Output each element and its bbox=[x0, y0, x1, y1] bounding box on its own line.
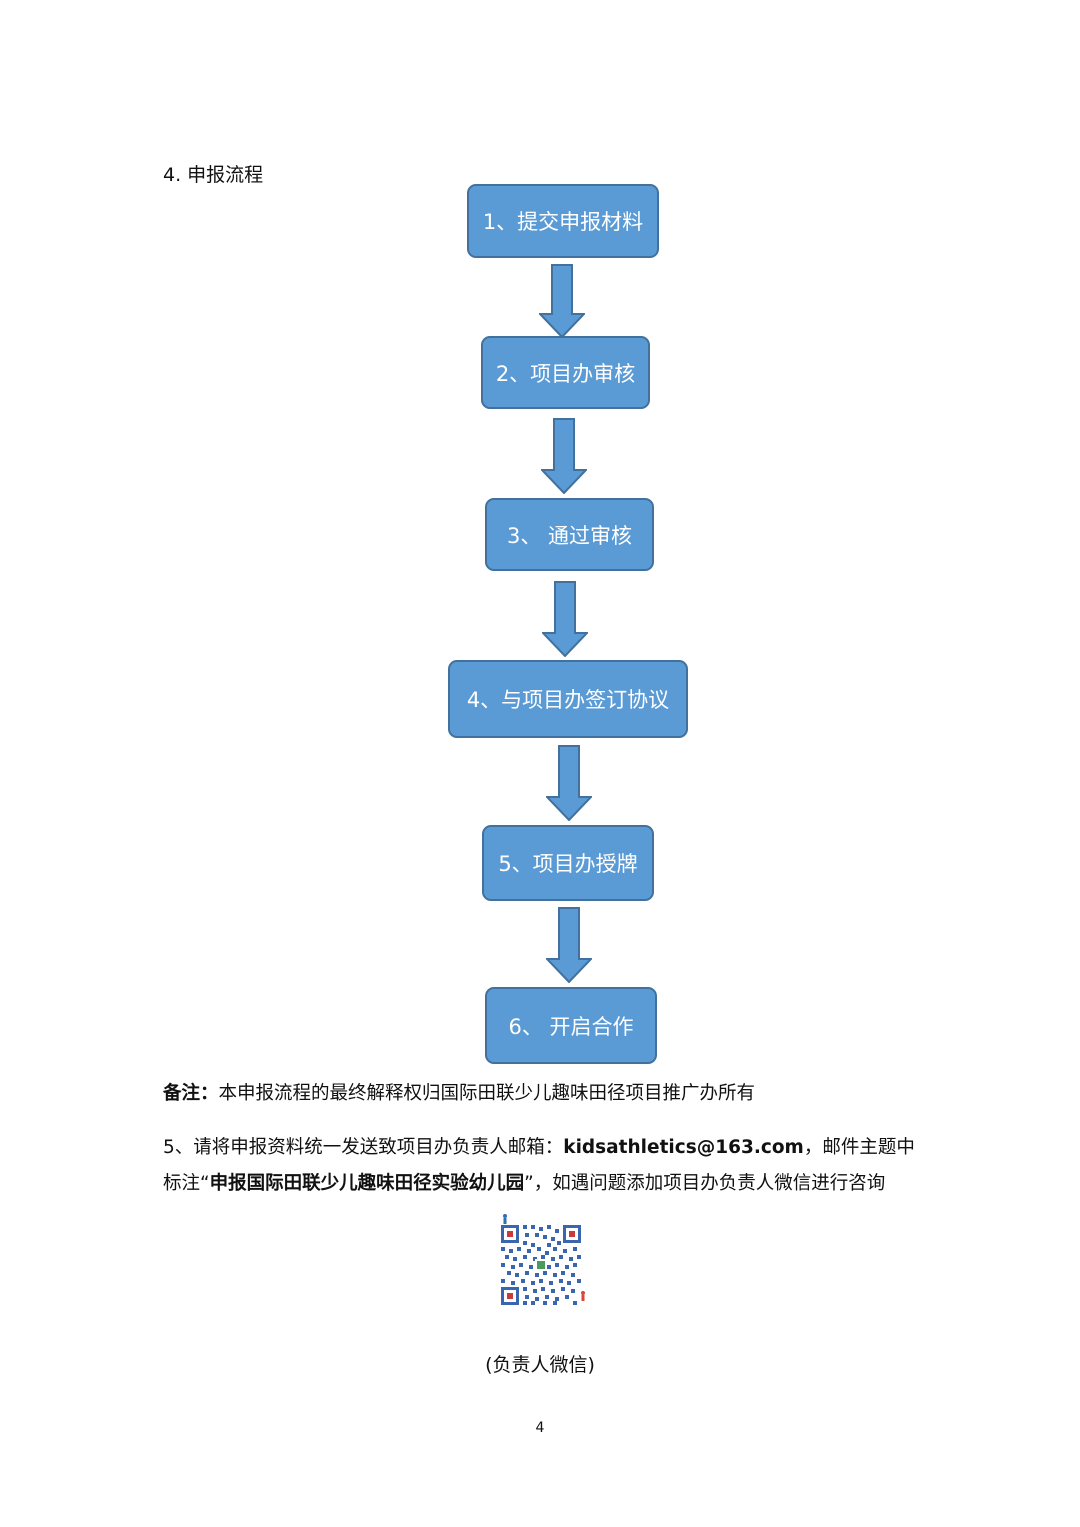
note-label: 备注： bbox=[163, 1083, 219, 1104]
page-number: 4 bbox=[535, 1420, 545, 1436]
instruction-paragraph: 5、请将申报资料统一发送致项目办负责人邮箱：kidsathletics@163.… bbox=[163, 1130, 933, 1202]
note-text: 本申报流程的最终解释权归国际田联少儿趣味田径项目推广办所有 bbox=[218, 1083, 756, 1104]
instruction-line-1: 5、请将申报资料统一发送致项目办负责人邮箱：kidsathletics@163.… bbox=[163, 1130, 933, 1166]
section-heading: 4. 申报流程 bbox=[163, 164, 264, 186]
flow-step-2: 2、项目办审核 bbox=[481, 336, 650, 409]
email-address: kidsathletics@163.com bbox=[563, 1137, 804, 1158]
flow-step-4: 4、与项目办签订协议 bbox=[448, 660, 688, 738]
subject-prefix: 标注“ bbox=[163, 1173, 210, 1194]
down-arrow-icon bbox=[541, 418, 587, 494]
email-subject: 申报国际田联少儿趣味田径实验幼儿园 bbox=[209, 1173, 525, 1194]
down-arrow-icon bbox=[542, 581, 588, 657]
flow-step-6: 6、 开启合作 bbox=[485, 987, 657, 1064]
instruction-prefix: 5、请将申报资料统一发送致项目办负责人邮箱： bbox=[163, 1137, 564, 1158]
down-arrow-icon bbox=[546, 907, 592, 983]
flow-step-5: 5、项目办授牌 bbox=[482, 825, 654, 901]
qr-caption: (负责人微信) bbox=[485, 1354, 595, 1376]
qr-code-icon bbox=[497, 1213, 589, 1309]
down-arrow-icon bbox=[539, 264, 585, 338]
note: 备注：本申报流程的最终解释权归国际田联少儿趣味田径项目推广办所有 bbox=[163, 1080, 755, 1108]
flow-step-1: 1、提交申报材料 bbox=[467, 184, 659, 258]
instruction-line-2: 标注“申报国际田联少儿趣味田径实验幼儿园”，如遇问题添加项目办负责人微信进行咨询 bbox=[163, 1166, 933, 1202]
subject-suffix: ”，如遇问题添加项目办负责人微信进行咨询 bbox=[524, 1173, 886, 1194]
down-arrow-icon bbox=[546, 745, 592, 821]
instruction-suffix: ，邮件主题中 bbox=[803, 1137, 915, 1158]
flow-step-3: 3、 通过审核 bbox=[485, 498, 654, 571]
